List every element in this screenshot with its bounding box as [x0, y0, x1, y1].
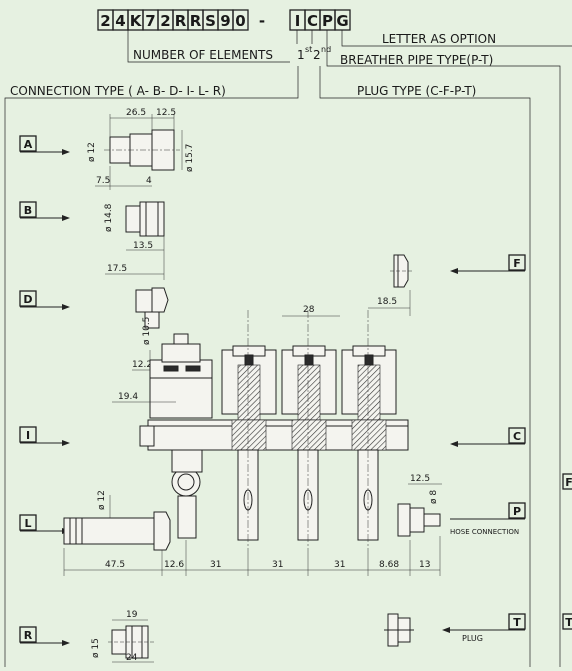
label-c: C [513, 430, 521, 443]
dim-p-d8: ø 8 [429, 490, 439, 504]
valve-assembly: 28 19.4 [112, 305, 409, 550]
dim-b-d: ø 14.8 [104, 203, 114, 232]
code-char: C [307, 12, 318, 30]
connection-type-label: CONNECTION TYPE ( A- B- D- I- L- R) [10, 84, 226, 98]
code-char: 9 [220, 12, 230, 30]
part-t [384, 613, 414, 647]
code-char: 7 [145, 12, 155, 30]
code-char: R [190, 12, 202, 30]
label-t: T [513, 616, 521, 629]
valve-element-2 [281, 345, 337, 421]
code-char: S [205, 12, 216, 30]
callout-leaders [4, 30, 572, 667]
first-label: 1 [297, 48, 305, 62]
connection-labels: A B D I L R [19, 135, 70, 646]
breather-label: BREATHER PIPE TYPE(P-T) [340, 53, 493, 67]
code-char: 2 [100, 12, 110, 30]
second-sup: nd [321, 45, 331, 54]
dim-bottom-5: 31 [334, 560, 345, 570]
dim-pitch: 28 [303, 305, 315, 315]
label-b: B [24, 204, 32, 217]
part-r: 19 ø 15 24 [91, 610, 154, 663]
label-f: F [513, 257, 521, 270]
dim-r-d15: ø 15 [91, 638, 101, 658]
code-char: 2 [160, 12, 170, 30]
dim-bottom-4: 31 [272, 560, 283, 570]
label-r: R [24, 629, 33, 642]
code-char: G [336, 12, 348, 30]
dim-bottom-7: 13 [419, 560, 430, 570]
part-l: ø 12 [63, 490, 171, 551]
part-f: 18.5 [368, 254, 412, 316]
plug-labels: F C P HOSE CONNECTION T PLUG [442, 254, 526, 643]
dim-r-19: 19 [126, 610, 138, 620]
dim-a-len: 26.5 [126, 108, 146, 118]
dim-p-125: 12.5 [410, 474, 430, 484]
dim-r-24: 24 [126, 653, 138, 663]
dim-a-hex: 12.5 [156, 108, 176, 118]
label-p: P [513, 505, 521, 518]
order-code: 2 4 K 7 2 R R S 9 0 - I C P G [97, 9, 351, 31]
dim-f-185: 18.5 [377, 297, 397, 307]
edge-label-t: T [565, 616, 572, 629]
label-i: I [26, 429, 30, 442]
code-char: 4 [115, 12, 125, 30]
dim-a-d157: ø 15.7 [185, 144, 195, 172]
part-b: ø 14.8 13.5 17.5 [104, 201, 165, 280]
bottom-dims: 47.5 12.6 31 31 31 8.68 13 [63, 536, 441, 576]
edge-label-f: F [565, 476, 572, 489]
code-char: I [295, 12, 301, 30]
first-sup: st [305, 45, 312, 54]
code-dash: - [259, 12, 265, 30]
number-elements-label: NUMBER OF ELEMENTS [133, 48, 273, 62]
dim-bottom-6: 8.68 [379, 560, 399, 570]
valve-element-3 [341, 345, 397, 421]
hose-connection-note: HOSE CONNECTION [450, 528, 519, 536]
dim-a-4: 4 [146, 176, 152, 186]
second-label: 2 [313, 48, 321, 62]
dim-a-d12: ø 12 [87, 142, 97, 162]
code-char: R [175, 12, 187, 30]
plug-type-label: PLUG TYPE (C-F-P-T) [357, 84, 476, 98]
part-p: 12.5 ø 8 [397, 474, 442, 537]
code-char: 0 [235, 12, 245, 30]
edge-labels: F T [562, 473, 572, 630]
code-char: K [130, 12, 143, 30]
code-char: P [322, 12, 333, 30]
dim-bottom-1: 47.5 [105, 560, 125, 570]
letter-option-label: LETTER AS OPTION [382, 32, 496, 46]
dim-l-d12: ø 12 [97, 490, 107, 510]
label-a: A [24, 138, 33, 151]
dim-b-135: 13.5 [133, 241, 153, 251]
dim-194: 19.4 [118, 392, 138, 402]
dim-b-175: 17.5 [107, 264, 127, 274]
dim-d-d: ø 10.5 [142, 317, 152, 345]
label-l: L [24, 517, 31, 530]
dim-a-75: 7.5 [96, 176, 110, 186]
callout-texts: LETTER AS OPTION NUMBER OF ELEMENTS 1 st… [10, 32, 496, 98]
valve-element-1 [221, 345, 277, 421]
dim-bottom-3: 31 [210, 560, 221, 570]
part-a: 26.5 12.5 ø 12 ø 15.7 7.5 4 [87, 108, 195, 190]
label-d: D [23, 293, 32, 306]
dim-bottom-2: 12.6 [164, 560, 184, 570]
part-d: ø 10.5 12.2 [132, 287, 169, 374]
dim-d-122: 12.2 [132, 360, 152, 370]
plug-note: PLUG [462, 634, 483, 643]
